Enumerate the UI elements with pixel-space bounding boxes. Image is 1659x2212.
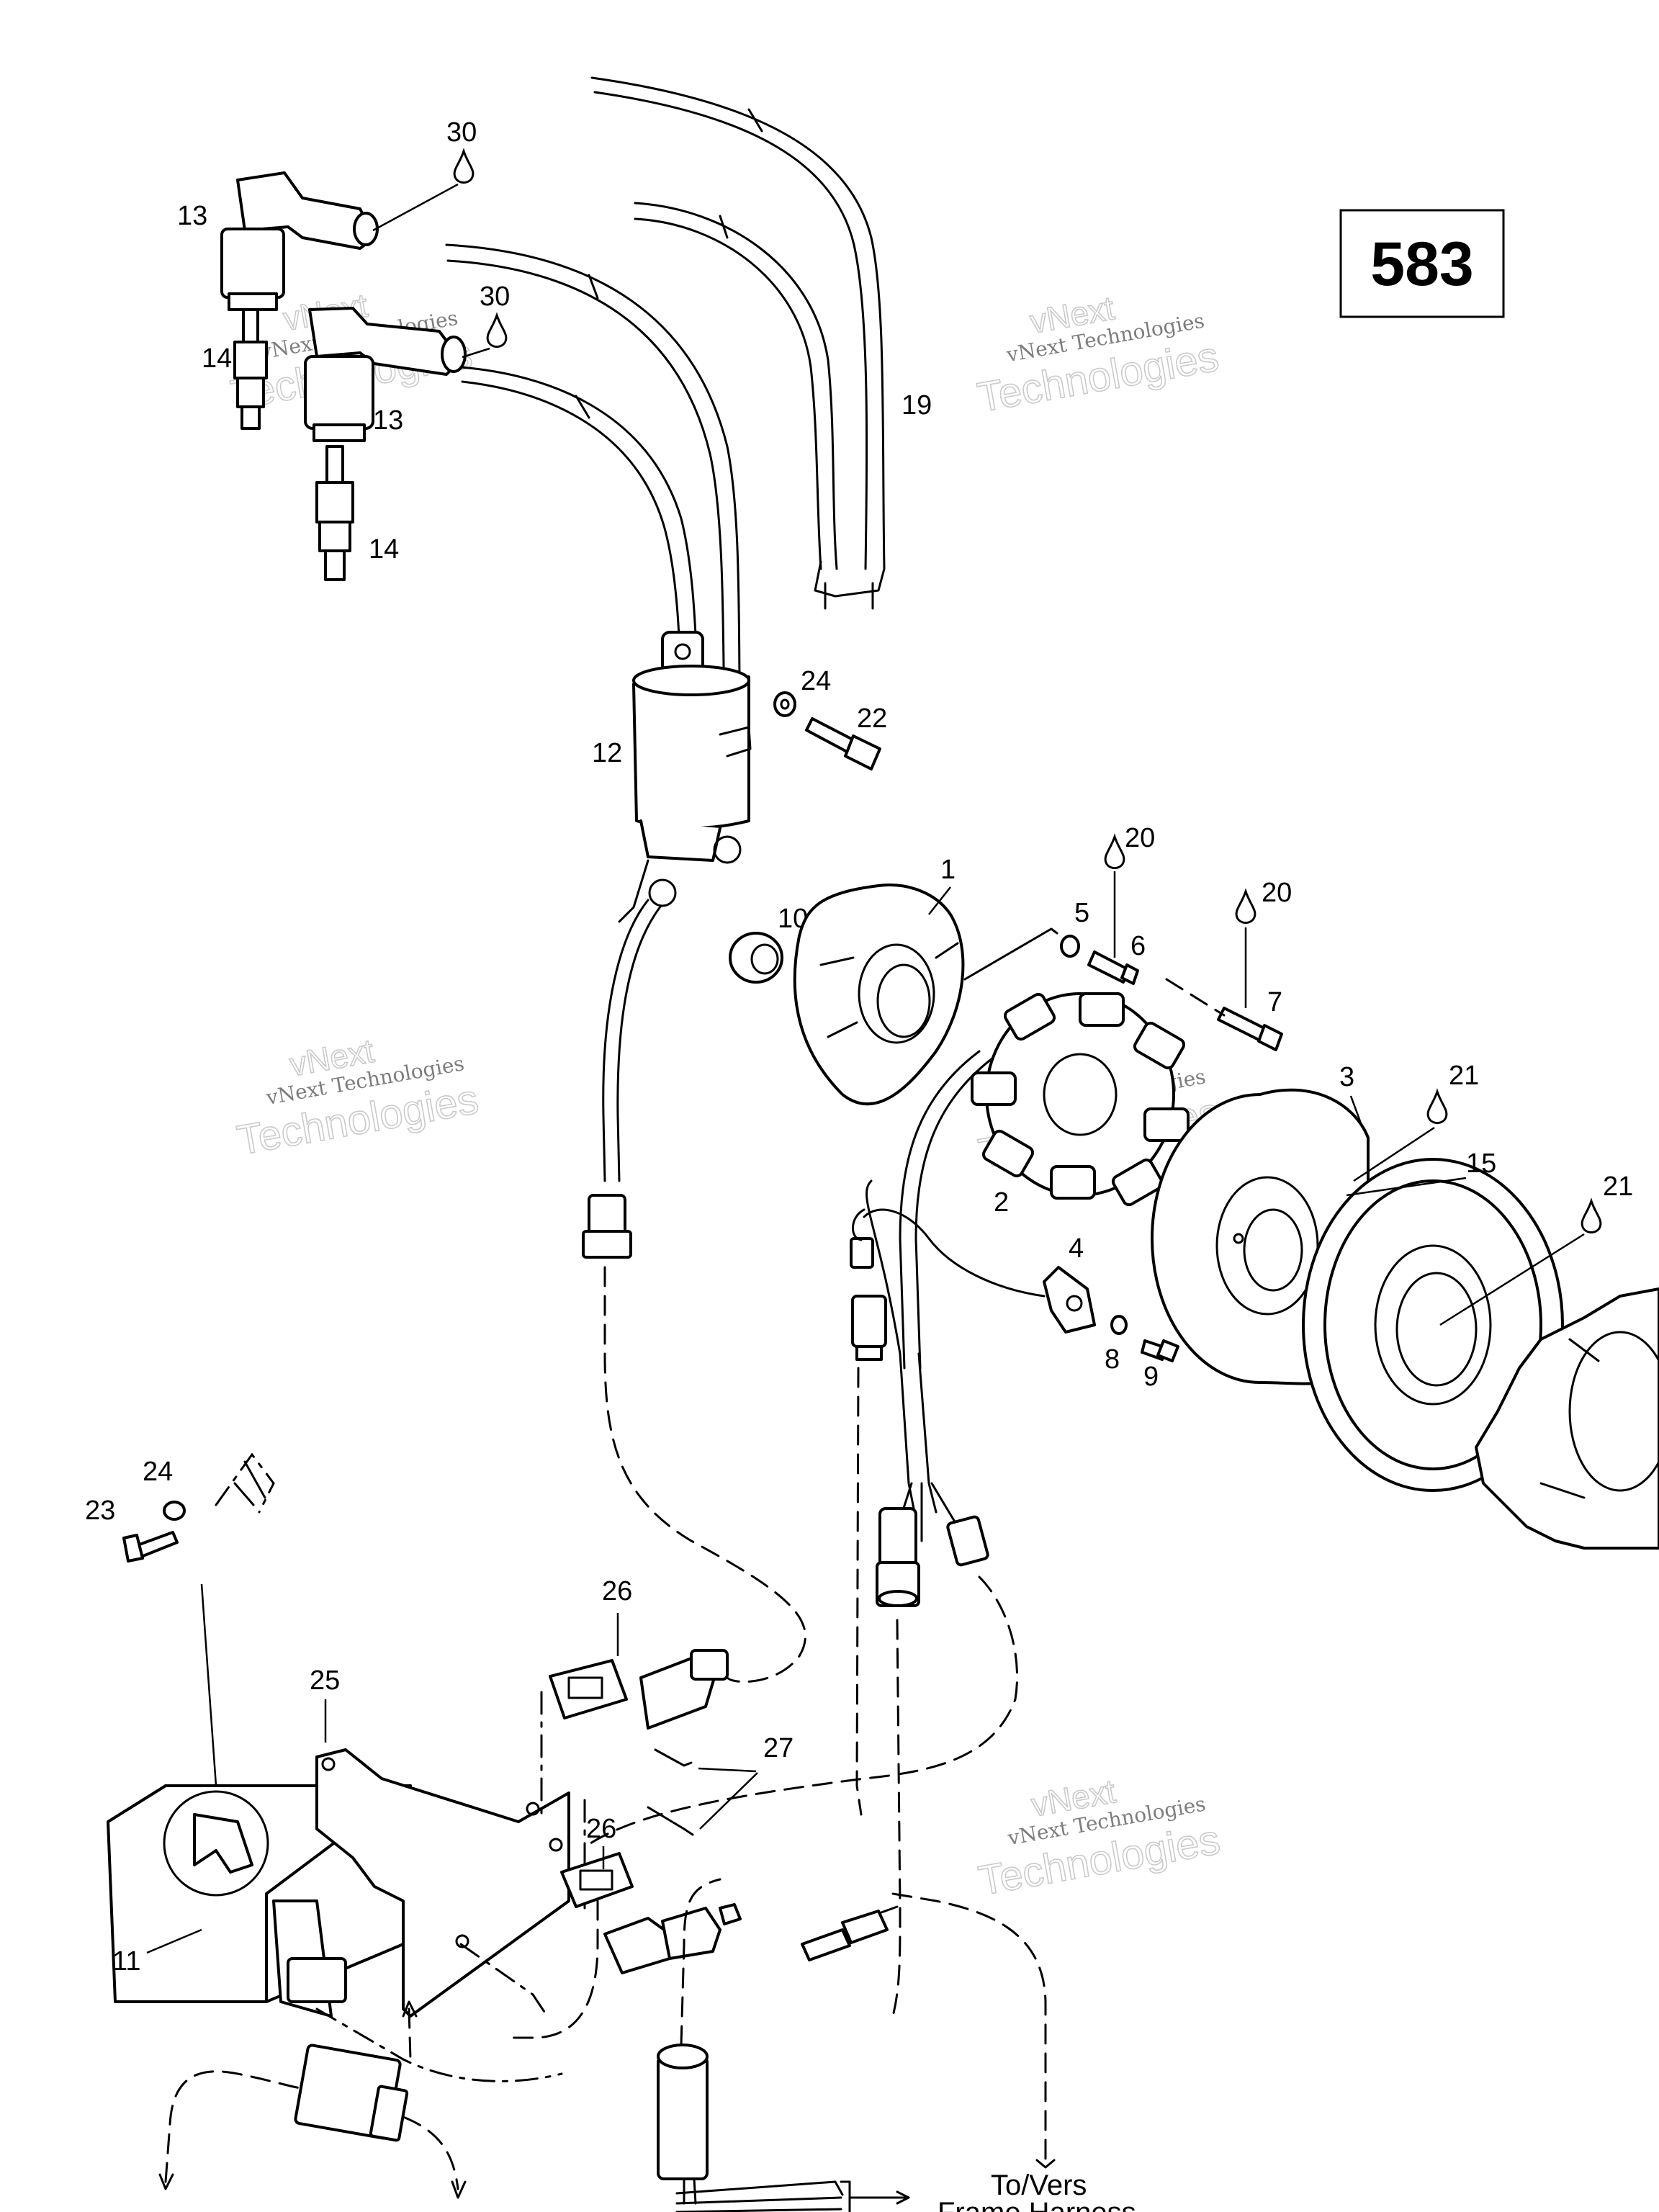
svg-text:7: 7 <box>1267 987 1282 1017</box>
stator-screws: 5 6 7 20 20 <box>963 823 1292 1051</box>
connector-housing-26-upper: 26 <box>549 1576 729 1730</box>
frame-harness-connector: To/Vers Frame Harness <box>503 1878 1136 2212</box>
regulator-connector <box>158 2044 467 2199</box>
coil-lead-wire <box>582 899 806 1683</box>
svg-text:15: 15 <box>1466 1148 1496 1179</box>
spark-plug-cap-lower <box>304 307 467 442</box>
spark-plug-cap-upper <box>220 171 379 311</box>
terminals-27: 27 <box>647 1733 793 1836</box>
svg-text:20: 20 <box>1125 823 1155 853</box>
watermark-bottom-right: vNext vNext Technologies Technologies <box>974 1771 1223 1905</box>
stator-plate-1: 1 <box>793 855 965 1106</box>
svg-text:26: 26 <box>602 1576 632 1606</box>
ignition-coil: 12 <box>592 631 752 923</box>
dashed-routing <box>315 2000 563 2082</box>
svg-text:25: 25 <box>310 1665 340 1696</box>
svg-text:14: 14 <box>202 343 232 374</box>
svg-text:22: 22 <box>857 703 887 734</box>
svg-text:11: 11 <box>112 1946 140 1977</box>
svg-text:4: 4 <box>1069 1233 1084 1264</box>
cdi-bolt-23: 23 24 <box>85 1452 275 1786</box>
svg-text:20: 20 <box>1262 878 1292 908</box>
seal-10: 10 <box>729 904 808 984</box>
svg-text:8: 8 <box>1105 1344 1120 1375</box>
spark-plug-lower <box>315 445 354 581</box>
svg-text:12: 12 <box>592 738 622 768</box>
svg-text:27: 27 <box>763 1733 793 1763</box>
svg-text:5: 5 <box>1074 898 1089 928</box>
svg-text:26: 26 <box>586 1814 616 1844</box>
svg-text:14: 14 <box>369 534 399 565</box>
coil-bolt-washer: 24 22 <box>773 666 887 770</box>
svg-text:30: 30 <box>446 117 477 148</box>
svg-text:23: 23 <box>85 1496 115 1526</box>
stator-harness <box>589 1179 1018 2018</box>
spark-plug-upper <box>233 308 268 430</box>
callouts-caps-plugs: 13 13 14 14 30 30 <box>177 117 510 565</box>
svg-text:3: 3 <box>1339 1062 1354 1092</box>
svg-text:13: 13 <box>373 405 403 436</box>
svg-text:9: 9 <box>1143 1362 1159 1392</box>
ring-gear-15: 15 21 21 <box>1302 1061 1633 1492</box>
svg-text:13: 13 <box>177 201 207 231</box>
mounting-plate-25: 25 <box>310 1665 586 2018</box>
svg-text:24: 24 <box>801 666 831 696</box>
connector-housing-26-lower: 26 <box>560 1814 742 1974</box>
stator-2: 2 <box>899 992 1190 1370</box>
svg-text:30: 30 <box>480 282 510 312</box>
drive-hub <box>1475 1287 1659 1550</box>
watermark-top-right: vNext vNext Technologies Technologies <box>974 288 1223 421</box>
watermark-mid-left: vNext vNext Technologies Technologies <box>233 1031 482 1164</box>
harness-connector-pair <box>801 1892 1056 2169</box>
trigger-coil-4: 4 8 9 <box>863 1208 1179 1392</box>
svg-text:1: 1 <box>940 855 956 885</box>
page-number-box: 583 <box>1339 209 1505 318</box>
frame-note-line2: Frame Harness <box>938 2197 1136 2212</box>
svg-text:24: 24 <box>143 1457 173 1487</box>
page-number: 583 <box>1370 230 1474 299</box>
frame-note-line1: To/Vers <box>991 2170 1087 2201</box>
callout-19: 19 <box>902 390 932 421</box>
svg-text:21: 21 <box>1449 1061 1479 1091</box>
ignition-cables: 19 <box>445 76 932 729</box>
svg-text:21: 21 <box>1603 1172 1633 1202</box>
svg-text:2: 2 <box>994 1187 1009 1218</box>
svg-text:6: 6 <box>1130 931 1146 961</box>
